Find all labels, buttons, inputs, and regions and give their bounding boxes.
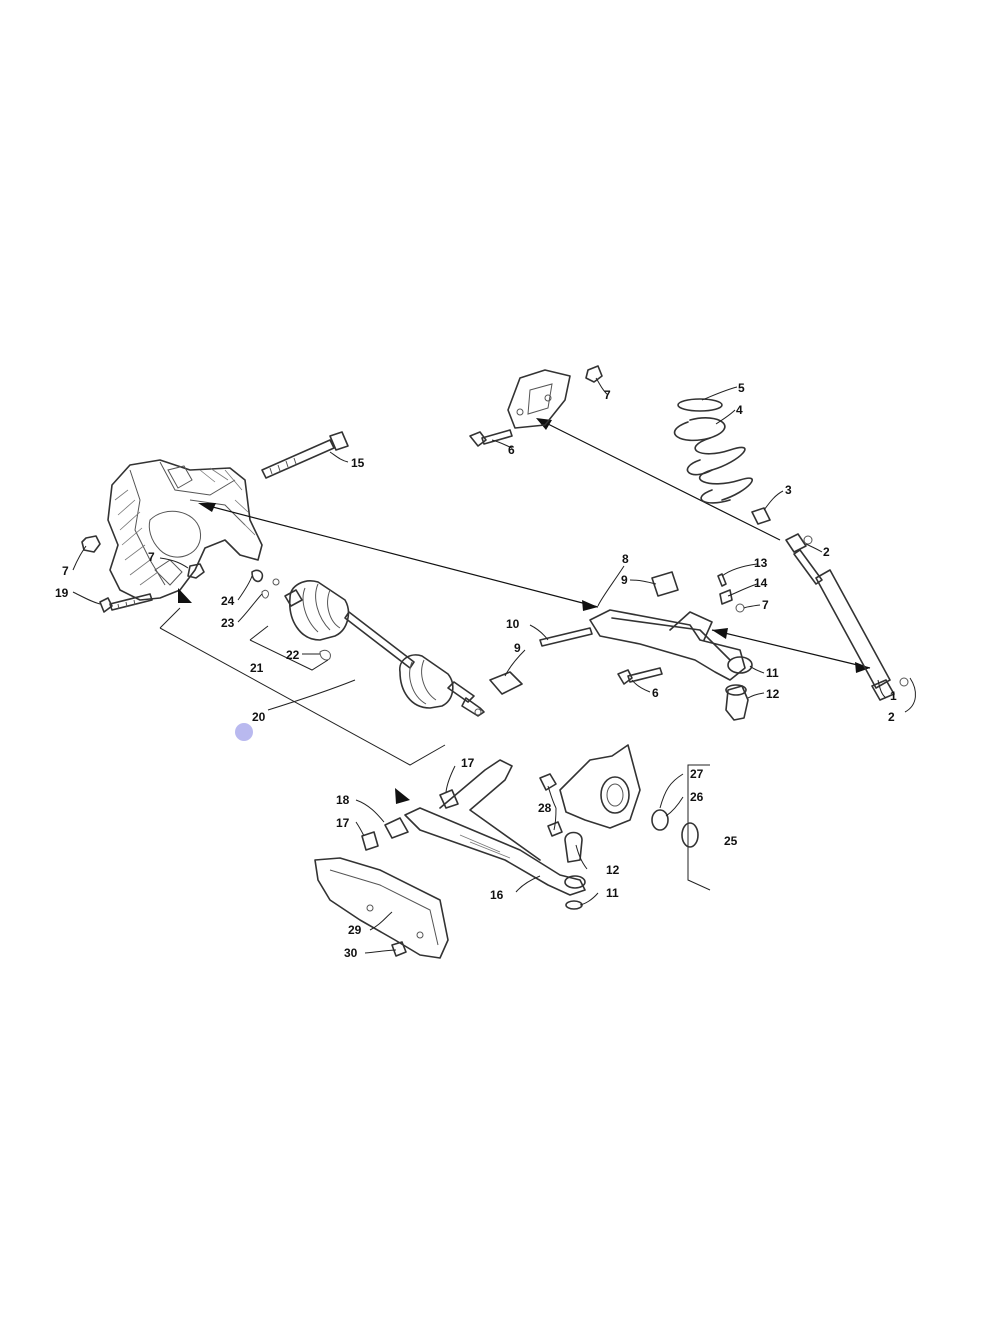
callout-9-bottom: 9 bbox=[514, 641, 521, 655]
callout-17-top: 17 bbox=[461, 756, 475, 770]
steering-knuckle bbox=[539, 744, 699, 848]
callout-3: 3 bbox=[785, 483, 792, 497]
callout-12-top: 12 bbox=[766, 687, 780, 701]
callout-19: 19 bbox=[55, 586, 69, 600]
callout-26: 26 bbox=[690, 790, 704, 804]
callout-2-bottom: 2 bbox=[888, 710, 895, 724]
skid-plate bbox=[314, 857, 449, 959]
callout-17-bottom: 17 bbox=[336, 816, 350, 830]
marker-dot bbox=[235, 723, 253, 741]
shock-absorber bbox=[785, 533, 909, 701]
cv-axle bbox=[284, 580, 485, 717]
callout-7-left: 7 bbox=[62, 564, 69, 578]
callout-12-bottom: 12 bbox=[606, 863, 620, 877]
callout-7-top: 7 bbox=[604, 388, 611, 402]
callout-14: 14 bbox=[754, 576, 768, 590]
callout-8: 8 bbox=[622, 552, 629, 566]
callout-7-frame: 7 bbox=[148, 550, 155, 564]
callout-25: 25 bbox=[724, 834, 738, 848]
top-bracket bbox=[469, 365, 603, 447]
callout-4: 4 bbox=[736, 403, 743, 417]
coil-spring bbox=[673, 398, 771, 525]
bolt-15 bbox=[261, 431, 349, 479]
callout-7-right: 7 bbox=[762, 598, 769, 612]
leader-lines bbox=[72, 377, 916, 954]
callout-20: 20 bbox=[252, 710, 266, 724]
callout-11-top: 11 bbox=[766, 666, 779, 680]
callout-29: 29 bbox=[348, 923, 362, 937]
callout-2-top: 2 bbox=[823, 545, 830, 559]
callout-27: 27 bbox=[690, 767, 704, 781]
callout-9-top: 9 bbox=[621, 573, 628, 587]
callout-23: 23 bbox=[221, 616, 235, 630]
callout-15: 15 bbox=[351, 456, 365, 470]
callout-21: 21 bbox=[250, 661, 264, 675]
callout-labels: 15 7 6 5 4 3 2 1 2 8 9 10 9 13 14 7 11 1… bbox=[55, 381, 897, 960]
callout-10: 10 bbox=[506, 617, 520, 631]
upper-a-arm bbox=[489, 571, 753, 721]
callout-13: 13 bbox=[754, 556, 768, 570]
callout-22: 22 bbox=[286, 648, 300, 662]
callout-1: 1 bbox=[890, 689, 897, 703]
callout-6-bottom: 6 bbox=[652, 686, 659, 700]
callout-5: 5 bbox=[738, 381, 745, 395]
callout-24: 24 bbox=[221, 594, 235, 608]
callout-18: 18 bbox=[336, 793, 350, 807]
callout-6-top: 6 bbox=[508, 443, 515, 457]
callout-11-bottom: 11 bbox=[606, 886, 619, 900]
callout-28: 28 bbox=[538, 801, 552, 815]
group-brackets bbox=[159, 607, 711, 891]
callout-30: 30 bbox=[344, 946, 358, 960]
frame-section bbox=[107, 459, 263, 601]
callout-16: 16 bbox=[490, 888, 504, 902]
left-hardware bbox=[81, 535, 331, 661]
